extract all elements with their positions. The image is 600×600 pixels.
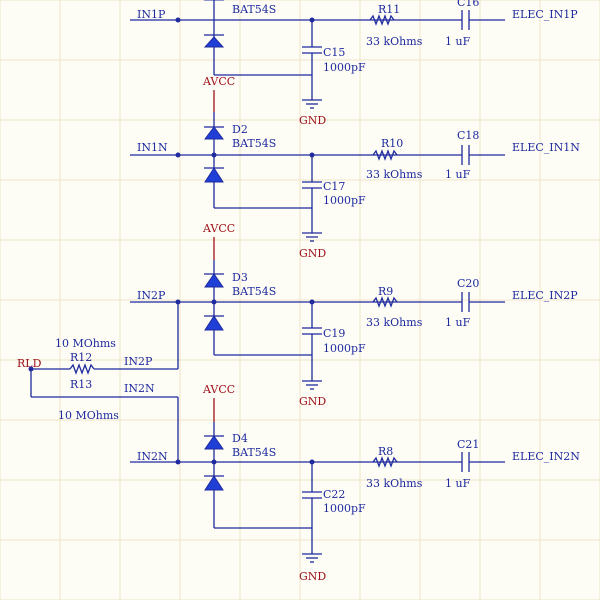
diode-upper-icon — [204, 435, 224, 450]
gnd-label: GND — [299, 114, 326, 127]
diode-ref: D2 — [232, 123, 248, 136]
resistor-ref: R11 — [378, 3, 400, 16]
diode-junction — [211, 152, 217, 158]
cap-gnd-value: 1000pF — [323, 502, 366, 515]
resistor-ref: R10 — [381, 137, 403, 150]
diode-ref: D3 — [232, 271, 248, 284]
resistor-icon — [372, 456, 398, 468]
r12-value: 10 MOhms — [55, 337, 116, 350]
resistor-value: 33 kOhms — [366, 35, 423, 48]
cap-gnd-ref: C17 — [323, 180, 345, 193]
cap-gnd-ref: C19 — [323, 327, 345, 340]
ground-icon — [302, 380, 322, 390]
avcc-label: AVCC — [202, 75, 235, 88]
channel-1: IN1P BAT54S C15 1000pF GND R11 33 kOhms … — [130, 0, 578, 127]
cap-gnd-ref: C22 — [323, 488, 345, 501]
cap-in-ref: C18 — [457, 129, 479, 142]
cap-in-ref: C21 — [457, 438, 479, 451]
cap-in-ref: C16 — [457, 0, 479, 9]
resistor-value: 33 kOhms — [366, 477, 423, 490]
rld-label: RLD — [17, 357, 42, 370]
ground-icon — [302, 232, 322, 242]
channel-4: AVCC D4 BAT54S IN2N C22 1000pF GND R8 33… — [130, 383, 580, 583]
resistor-value: 33 kOhms — [366, 316, 423, 329]
cap-gnd-value: 1000pF — [323, 194, 366, 207]
gnd-label: GND — [299, 570, 326, 583]
gnd-label: GND — [299, 395, 326, 408]
resistor-icon — [372, 296, 398, 308]
r13-value: 10 MOhms — [58, 409, 119, 422]
input-net-label: IN1N — [137, 141, 168, 154]
r12-resistor-icon — [69, 363, 95, 375]
diode-lower-icon — [204, 315, 224, 331]
cap-in-value: 1 uF — [445, 168, 471, 181]
resistor-icon — [372, 149, 398, 161]
avcc-label: AVCC — [202, 383, 235, 396]
input-net-label: IN2P — [137, 289, 166, 302]
gnd-label: GND — [299, 247, 326, 260]
r13-ref: R13 — [70, 378, 92, 391]
input-junction — [175, 152, 181, 158]
cap-gnd-value: 1000pF — [323, 61, 366, 74]
cap-in-ref: C20 — [457, 277, 479, 290]
output-net-label: ELEC_IN1P — [512, 8, 578, 21]
input-net-label: IN1P — [137, 8, 166, 21]
r12-net: IN2P — [124, 355, 153, 368]
diode-lower-icon — [204, 167, 224, 183]
resistor-ref: R9 — [378, 285, 393, 298]
input-net-label: IN2N — [137, 450, 168, 463]
r13-net: IN2N — [124, 382, 155, 395]
diode-ref: D4 — [232, 432, 248, 445]
diode-junction — [211, 459, 217, 465]
diode-part: BAT54S — [232, 3, 276, 16]
channel-3: AVCC D3 BAT54S IN2P C19 1000pF GND R9 33… — [130, 222, 578, 408]
resistor-value: 33 kOhms — [366, 168, 423, 181]
ground-icon — [302, 553, 322, 563]
resistor-ref: R8 — [378, 445, 393, 458]
bias-network: RLD 10 MOhms R12 IN2P R13 IN2N 10 MOhms — [17, 302, 179, 462]
avcc-label: AVCC — [202, 222, 235, 235]
resistor-icon — [369, 14, 395, 26]
cap-gnd-value: 1000pF — [323, 342, 366, 355]
output-net-label: ELEC_IN2P — [512, 289, 578, 302]
output-net-label: ELEC_IN2N — [512, 450, 580, 463]
diode-part: BAT54S — [232, 446, 276, 459]
cap-in-value: 1 uF — [445, 477, 471, 490]
input-junction — [175, 459, 181, 465]
diode-lower-icon — [203, 36, 225, 48]
diode-upper-icon — [204, 273, 224, 288]
diode-junction — [211, 299, 217, 305]
diode-upper-icon — [204, 126, 224, 140]
r12-ref: R12 — [70, 351, 92, 364]
diode-part: BAT54S — [232, 137, 276, 150]
diode-part: BAT54S — [232, 285, 276, 298]
ground-icon — [302, 99, 322, 109]
output-net-label: ELEC_IN1N — [512, 141, 580, 154]
diode-lower-icon — [204, 475, 224, 491]
cap-gnd-ref: C15 — [323, 46, 345, 59]
channel-2: AVCC D2 BAT54S IN1N C17 1000pF GND R10 3… — [130, 75, 580, 260]
cap-in-value: 1 uF — [445, 35, 471, 48]
cap-in-value: 1 uF — [445, 316, 471, 329]
